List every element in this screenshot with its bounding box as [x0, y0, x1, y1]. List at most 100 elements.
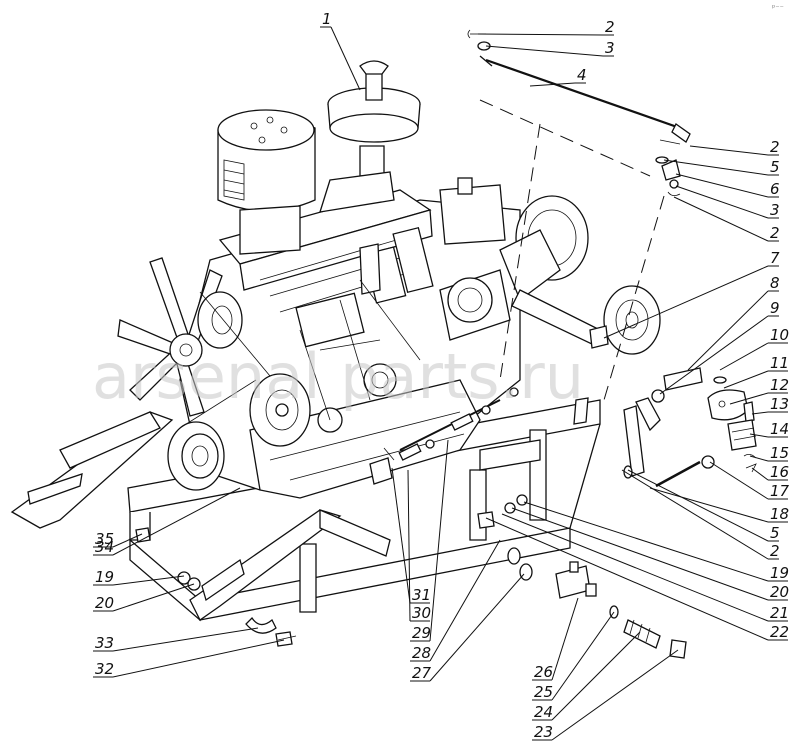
- callout-number: 20: [95, 594, 114, 612]
- callout-20: 20: [93, 583, 195, 612]
- callout-14: 14: [749, 420, 789, 438]
- callout-leader-line: [485, 45, 604, 57]
- callout-number: 2: [770, 542, 780, 560]
- callout-number: 29: [412, 624, 431, 642]
- callout-leader-line: [551, 611, 615, 701]
- callout-number: 19: [770, 564, 789, 582]
- callout-leader-line: [391, 467, 411, 604]
- callout-number: 18: [770, 505, 789, 523]
- callout-2: 2: [689, 138, 780, 156]
- callout-leader-line: [627, 469, 769, 542]
- callout-leader-line: [112, 487, 241, 556]
- callout-number: 22: [770, 623, 789, 641]
- callout-leader-line: [603, 265, 769, 339]
- callout-number: 2: [605, 18, 615, 36]
- callout-32: 32: [93, 639, 285, 678]
- callout-number: 33: [95, 634, 114, 652]
- callout-19: 19: [93, 568, 185, 586]
- callout-6: 6: [675, 173, 780, 198]
- callout-number: 3: [770, 201, 780, 219]
- callout-leader-line: [330, 26, 361, 91]
- callout-leader-line: [429, 573, 525, 682]
- callout-24: 24: [532, 631, 641, 721]
- callout-number: 23: [534, 723, 553, 741]
- callout-2: 2: [477, 18, 615, 36]
- callout-4: 4: [529, 66, 587, 87]
- callout-17: 17: [709, 461, 790, 500]
- callout-25: 25: [532, 611, 615, 701]
- callout-12: 12: [729, 376, 789, 405]
- callout-number: 2: [770, 224, 780, 242]
- callout-number: 21: [770, 604, 789, 622]
- callout-9: 9: [659, 299, 780, 395]
- callout-leader-line: [709, 461, 769, 500]
- callout-leader-line: [112, 627, 259, 652]
- callout-16: 16: [751, 463, 789, 481]
- callout-15: 15: [749, 444, 789, 462]
- callout-21: 21: [501, 513, 789, 622]
- callout-leader-line: [675, 185, 769, 219]
- throttle-rod-part-4: [467, 29, 691, 143]
- callout-leader-line: [551, 631, 641, 721]
- callout-number: 5: [770, 524, 780, 542]
- callout-leader-line: [511, 507, 769, 601]
- callout-2: 2: [673, 196, 780, 242]
- callout-leader-line: [621, 469, 769, 560]
- callout-leader-line: [749, 455, 769, 462]
- callout-28: 28: [410, 539, 501, 662]
- air-cleaner-part-1: [319, 60, 421, 213]
- valve-parts: [555, 561, 687, 659]
- callout-number: 28: [412, 644, 431, 662]
- callout-3: 3: [675, 185, 780, 219]
- callout-leader-line: [751, 411, 769, 415]
- callout-leader-line: [729, 392, 769, 405]
- callout-31: 31: [391, 467, 431, 604]
- callout-5: 5: [627, 469, 780, 542]
- callout-number: 20: [770, 583, 789, 601]
- callout-29: 29: [410, 439, 449, 642]
- air-filter-canister: [217, 109, 316, 255]
- callout-number: 9: [770, 299, 780, 317]
- callout-leader-line: [501, 513, 769, 622]
- mount-parts: [135, 527, 297, 647]
- callout-number: 7: [770, 249, 780, 267]
- callout-leader-line: [723, 370, 769, 389]
- callout-leader-line: [485, 517, 769, 641]
- callout-leader-line: [529, 82, 576, 87]
- callout-5: 5: [663, 158, 780, 176]
- flywheel-clutch-housing: [499, 195, 661, 355]
- callout-leader-line: [689, 145, 769, 156]
- callout-number: 30: [412, 604, 431, 622]
- callout-number: 2: [770, 138, 780, 156]
- callout-8: 8: [687, 274, 780, 371]
- callout-leader-line: [649, 487, 769, 523]
- center-linkage-parts: [369, 387, 533, 581]
- callout-1: 1: [320, 10, 361, 91]
- callout-30: 30: [407, 469, 431, 622]
- callout-leader-line: [112, 639, 285, 678]
- callout-leader-line: [749, 433, 769, 438]
- callout-number: 19: [95, 568, 114, 586]
- callout-3: 3: [485, 39, 615, 57]
- callout-number: 5: [770, 158, 780, 176]
- callout-number: 27: [412, 664, 432, 682]
- callout-7: 7: [603, 249, 780, 339]
- callout-26: 26: [532, 597, 579, 681]
- callout-leader-line: [673, 196, 769, 242]
- callout-leader-line: [429, 539, 501, 662]
- callout-number: 4: [577, 66, 587, 84]
- callout-number: 24: [534, 703, 553, 721]
- callout-20: 20: [511, 507, 789, 601]
- callout-18: 18: [649, 487, 789, 523]
- callout-leader-line: [659, 315, 769, 395]
- callout-leader-line: [719, 342, 769, 371]
- callout-23: 23: [532, 649, 679, 741]
- watermark: arsenal parts.ru: [92, 340, 584, 413]
- callout-leader-line: [112, 533, 143, 548]
- callout-leader-line: [407, 469, 411, 622]
- callout-10: 10: [719, 326, 789, 371]
- callout-leader-line: [112, 583, 195, 612]
- callout-leader-line: [112, 575, 185, 586]
- callout-leader-line: [523, 501, 769, 582]
